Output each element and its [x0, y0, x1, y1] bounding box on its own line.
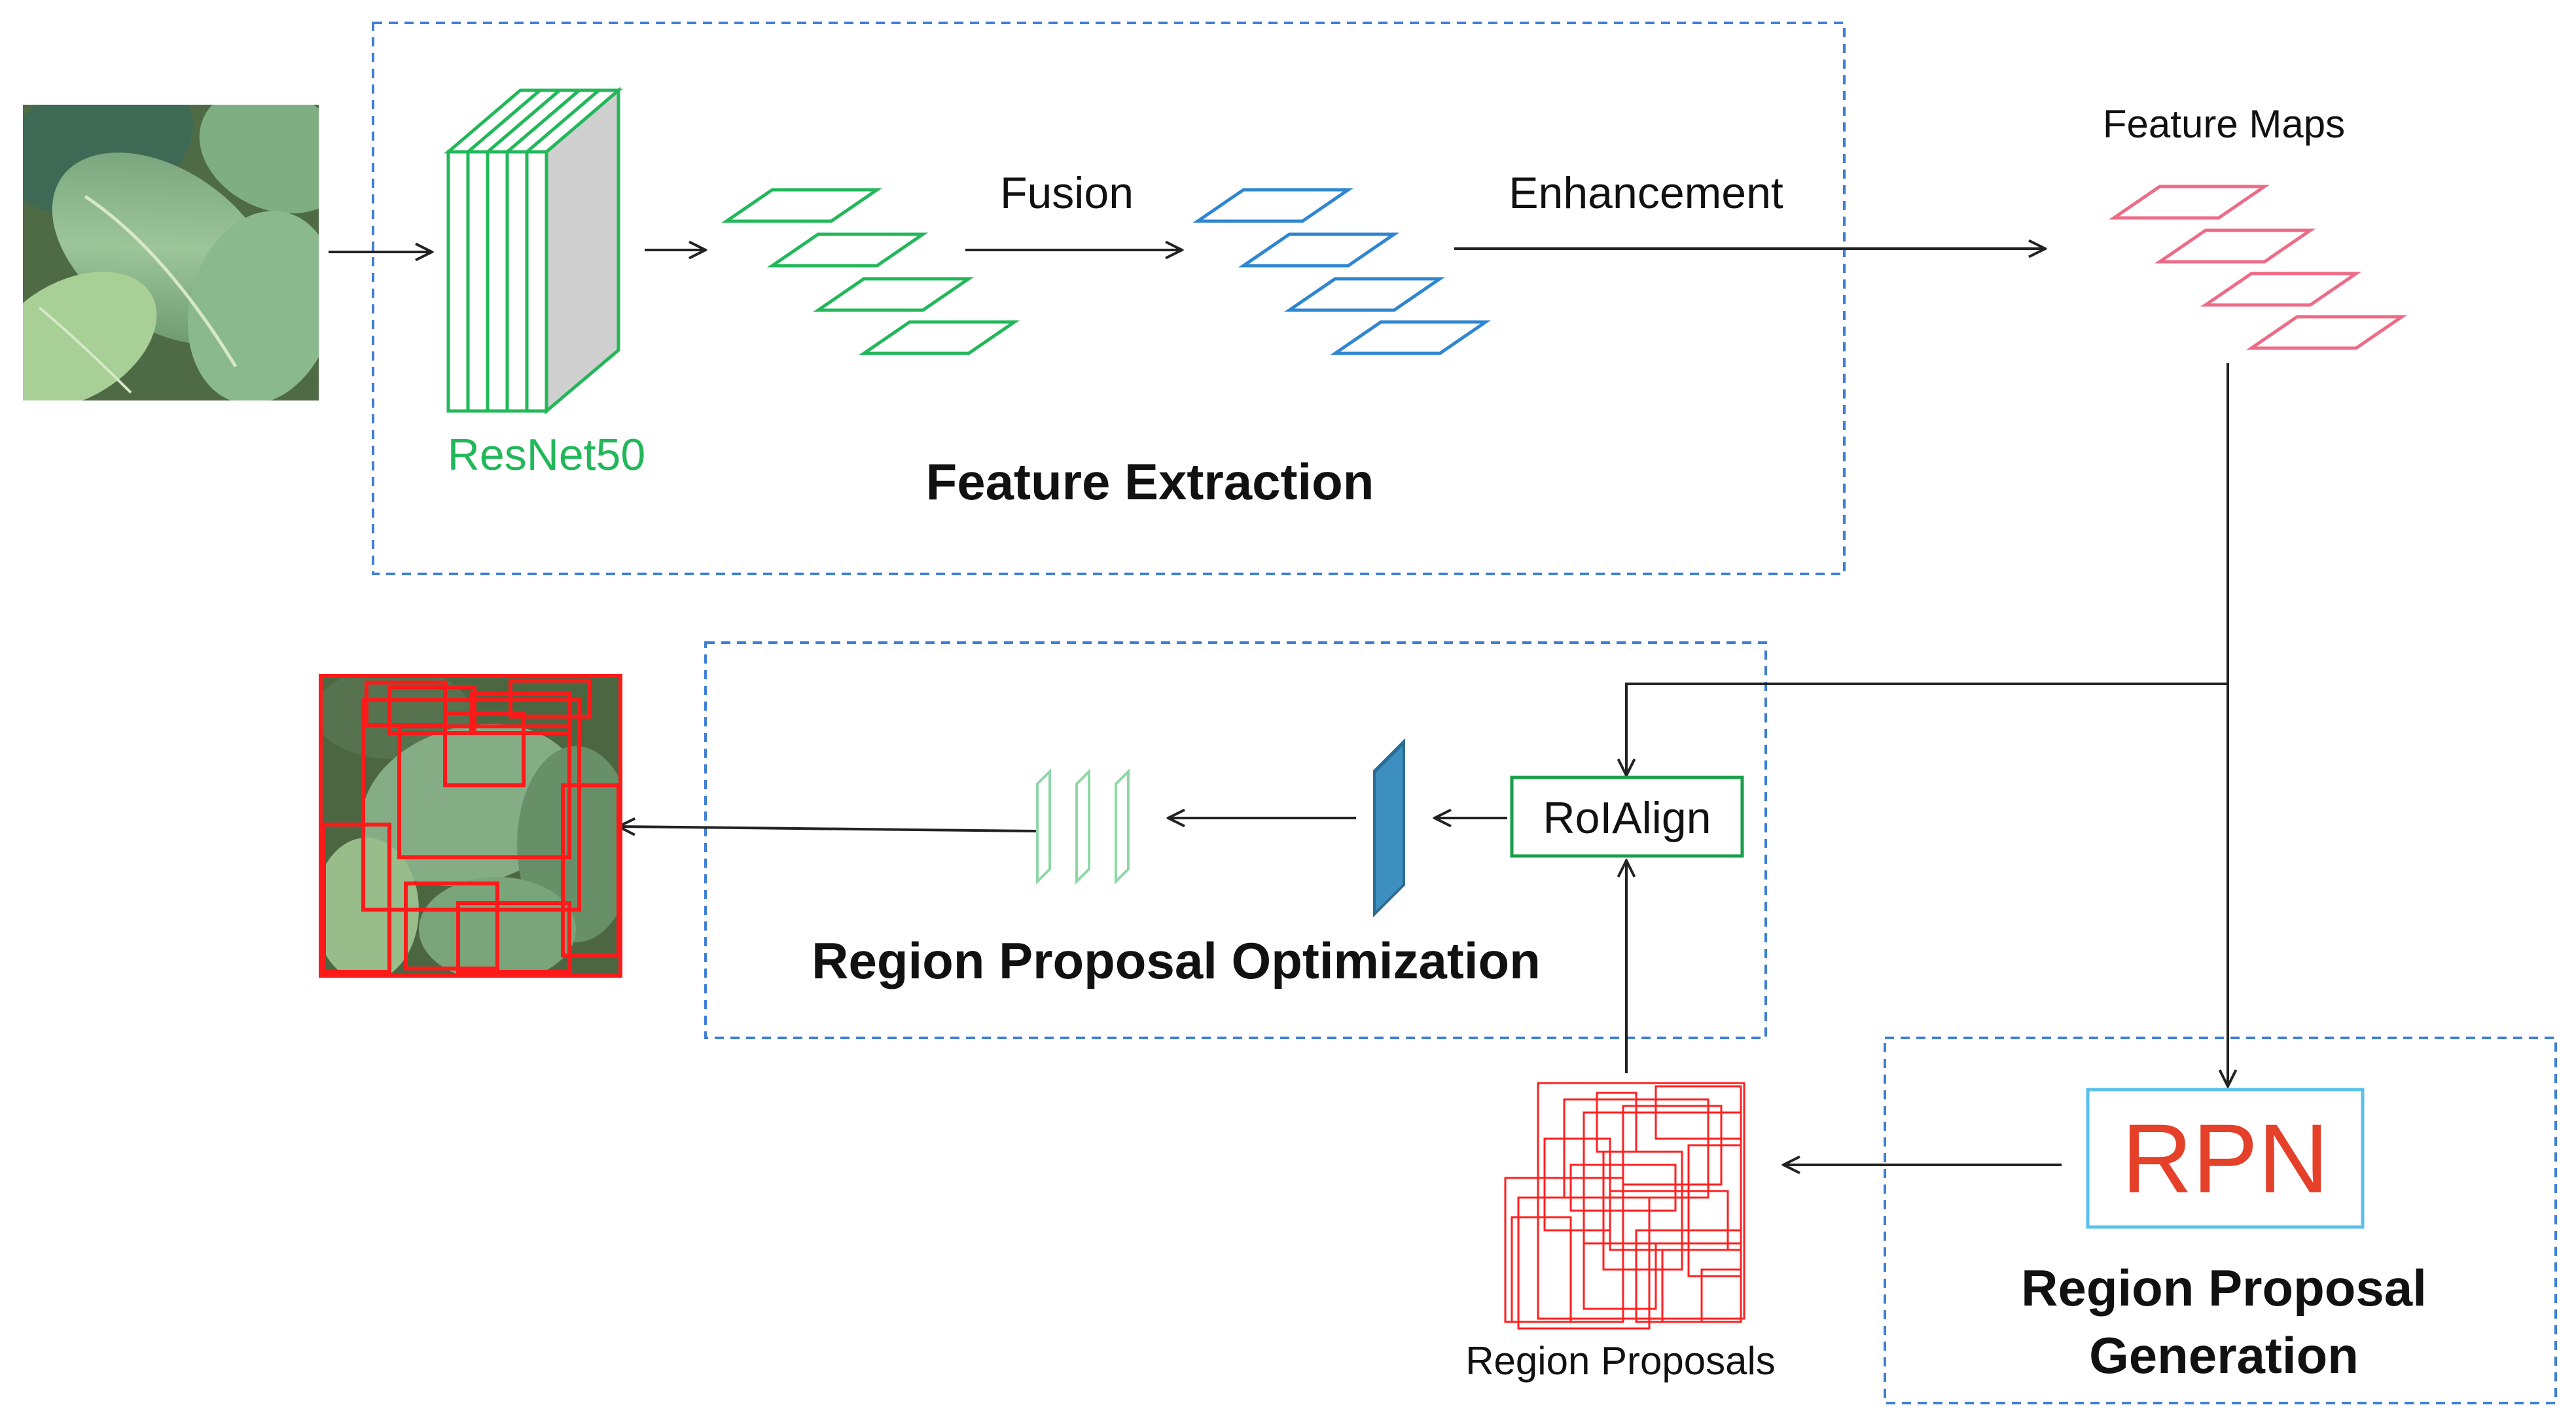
region-proposals-label: Region Proposals — [1465, 1339, 1776, 1383]
feature-maps-icon — [2108, 185, 2408, 350]
feature-maps-label: Feature Maps — [2103, 102, 2345, 146]
enhancement-label: Enhancement — [1509, 168, 1783, 218]
output-detection-image — [319, 674, 622, 978]
rpn-box — [2086, 1088, 2365, 1229]
fusion-label: Fusion — [1000, 168, 1134, 218]
region-proposals-icon — [1504, 1082, 1745, 1330]
rpn-label: RPN — [2122, 1103, 2329, 1213]
region-proposal-generation-title-line1: Region Proposal — [2021, 1259, 2427, 1317]
region-proposal-generation-group — [1884, 1037, 2557, 1404]
region-proposal-optimization-group — [704, 641, 1767, 1039]
roialign-label: RoIAlign — [1543, 793, 1711, 843]
resnet50-label: ResNet50 — [448, 430, 645, 480]
input-leaf-image — [23, 105, 319, 400]
connectors — [329, 249, 2228, 1165]
multi-scale-features-icon — [721, 188, 1020, 355]
arrow-to-output — [618, 827, 1038, 831]
feature-extraction-title: Feature Extraction — [926, 453, 1374, 510]
feature-extraction-group — [372, 22, 1846, 575]
resnet50-backbone-icon — [444, 86, 623, 415]
region-proposal-generation-title-line2: Generation — [2089, 1326, 2359, 1384]
fc-layers-icon — [1036, 768, 1130, 885]
roi-feature-block-icon — [1373, 738, 1405, 917]
roialign-box — [1510, 775, 1744, 858]
connector-feature-maps-to-roialign — [1626, 683, 2228, 775]
region-proposal-optimization-title: Region Proposal Optimization — [812, 932, 1541, 989]
fused-features-icon — [1192, 188, 1492, 355]
